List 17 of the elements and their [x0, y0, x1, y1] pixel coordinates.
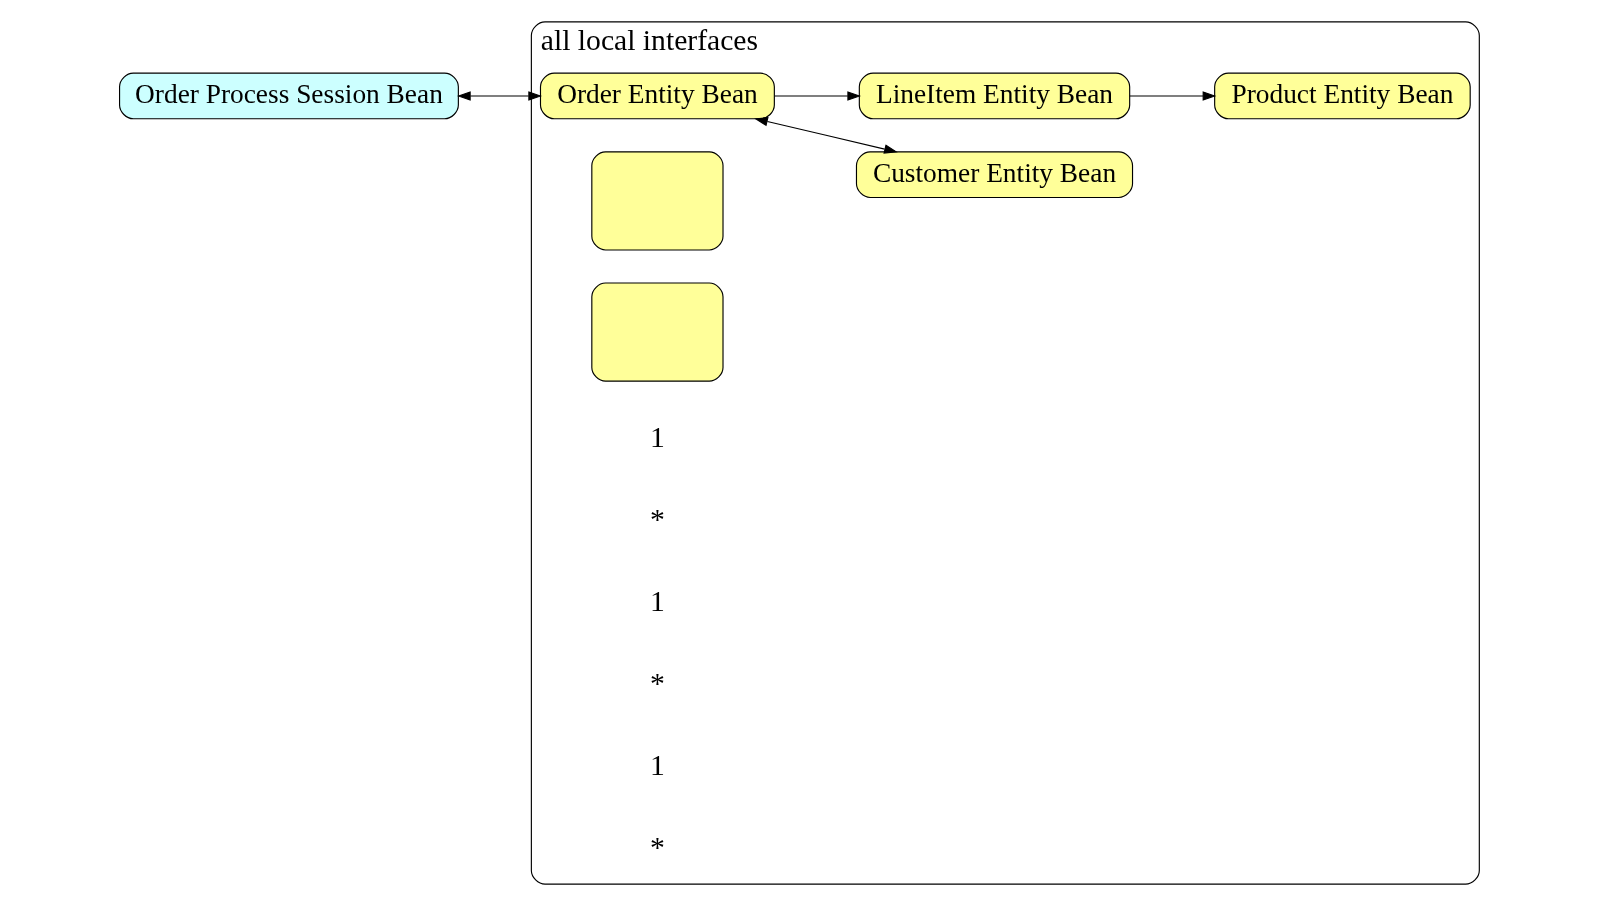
node-box — [590, 151, 724, 251]
arrow — [773, 91, 861, 101]
label: * — [649, 666, 665, 699]
node-box: Order Entity Bean — [539, 72, 775, 120]
label: 1 — [649, 584, 665, 617]
node-box — [590, 282, 724, 382]
label: 1 — [649, 749, 665, 782]
arrow — [753, 116, 898, 154]
arrow — [1128, 91, 1216, 101]
label: * — [649, 502, 665, 535]
node-box: Product Entity Bean — [1213, 72, 1471, 120]
node-box: LineItem Entity Bean — [858, 72, 1130, 120]
arrow — [456, 91, 542, 101]
label: 1 — [649, 420, 665, 453]
node-box: Order Process Session Bean — [118, 72, 459, 120]
label: * — [649, 831, 665, 864]
node-box: Customer Entity Bean — [855, 151, 1133, 199]
